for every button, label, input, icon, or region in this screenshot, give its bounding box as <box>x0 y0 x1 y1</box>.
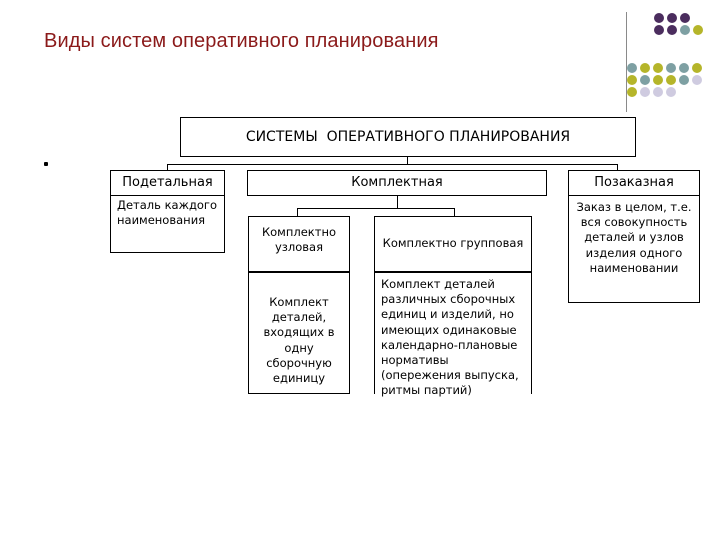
type-podetalnaya-header: Подетальная <box>110 170 225 196</box>
type-pozakaznaya-header: Позаказная <box>568 170 700 196</box>
decorative-dot <box>654 13 664 23</box>
connector-root-down <box>407 157 408 165</box>
connector-horizontal <box>167 164 618 165</box>
slide-title: Виды систем оперативного планирования <box>44 30 439 52</box>
type-komplektnaya-header: Комплектная <box>247 170 547 196</box>
decorative-dot <box>627 75 637 85</box>
type-podetalnaya-description: Деталь каждого наименования <box>110 195 225 253</box>
decorative-divider <box>626 12 627 112</box>
root-label: СИСТЕМЫ ОПЕРАТИВНОГО ПЛАНИРОВАНИЯ <box>245 128 571 145</box>
connector-complect-split <box>297 208 455 209</box>
subtype-uzlovaya-text: Комплект деталей, входящих в одну сбороч… <box>263 295 335 385</box>
subtype-uzlovaya-header: Комплектно узловая <box>248 216 350 272</box>
type-komplektnaya-label: Комплектная <box>351 175 443 191</box>
connector-right-drop <box>617 164 618 170</box>
connector-complect-down <box>397 195 398 209</box>
decorative-dot <box>692 75 702 85</box>
subtype-gruppovaya-label: Комплектно групповая <box>382 236 524 251</box>
decorative-dot <box>640 63 650 73</box>
type-podetalnaya-text: Деталь каждого наименования <box>117 198 218 228</box>
connector-uzl-drop <box>297 208 298 216</box>
subtype-gruppovaya-text: Комплект деталей различных сборочных еди… <box>381 277 519 398</box>
subtype-uzlovaya-label: Комплектно узловая <box>261 225 337 255</box>
decorative-dot <box>680 25 690 35</box>
decorative-dot <box>627 63 637 73</box>
type-pozakaznaya-text: Заказ в целом, т.е. вся совокупность дет… <box>576 200 692 275</box>
decorative-dot <box>654 25 664 35</box>
decorative-dot <box>692 63 702 73</box>
decorative-dot <box>640 75 650 85</box>
subtype-uzlovaya-description: Комплект деталей, входящих в одну сбороч… <box>248 272 350 394</box>
decorative-dot <box>666 75 676 85</box>
type-pozakaznaya-label: Позаказная <box>594 175 674 191</box>
decorative-dot <box>627 87 637 97</box>
decorative-dot <box>693 25 703 35</box>
decorative-dot <box>667 25 677 35</box>
bullet-marker <box>44 162 48 166</box>
decorative-dot <box>666 63 676 73</box>
connector-left-drop <box>167 164 168 170</box>
decorative-dot <box>640 87 650 97</box>
root-box: СИСТЕМЫ ОПЕРАТИВНОГО ПЛАНИРОВАНИЯ <box>180 117 636 157</box>
decorative-dot <box>679 75 689 85</box>
decorative-dot <box>667 13 677 23</box>
decorative-dot-grid <box>627 13 703 97</box>
decorative-dot <box>653 75 663 85</box>
connector-grp-drop <box>454 208 455 216</box>
subtype-gruppovaya-description: Комплект деталей различных сборочных еди… <box>374 272 532 398</box>
decorative-dot <box>680 13 690 23</box>
decorative-dot <box>666 87 676 97</box>
subtype-gruppovaya-header: Комплектно групповая <box>374 216 532 272</box>
type-pozakaznaya-description: Заказ в целом, т.е. вся совокупность дет… <box>568 195 700 303</box>
type-podetalnaya-label: Подетальная <box>122 175 213 191</box>
decorative-dot <box>679 63 689 73</box>
decorative-dot <box>653 87 663 97</box>
decorative-dot <box>653 63 663 73</box>
